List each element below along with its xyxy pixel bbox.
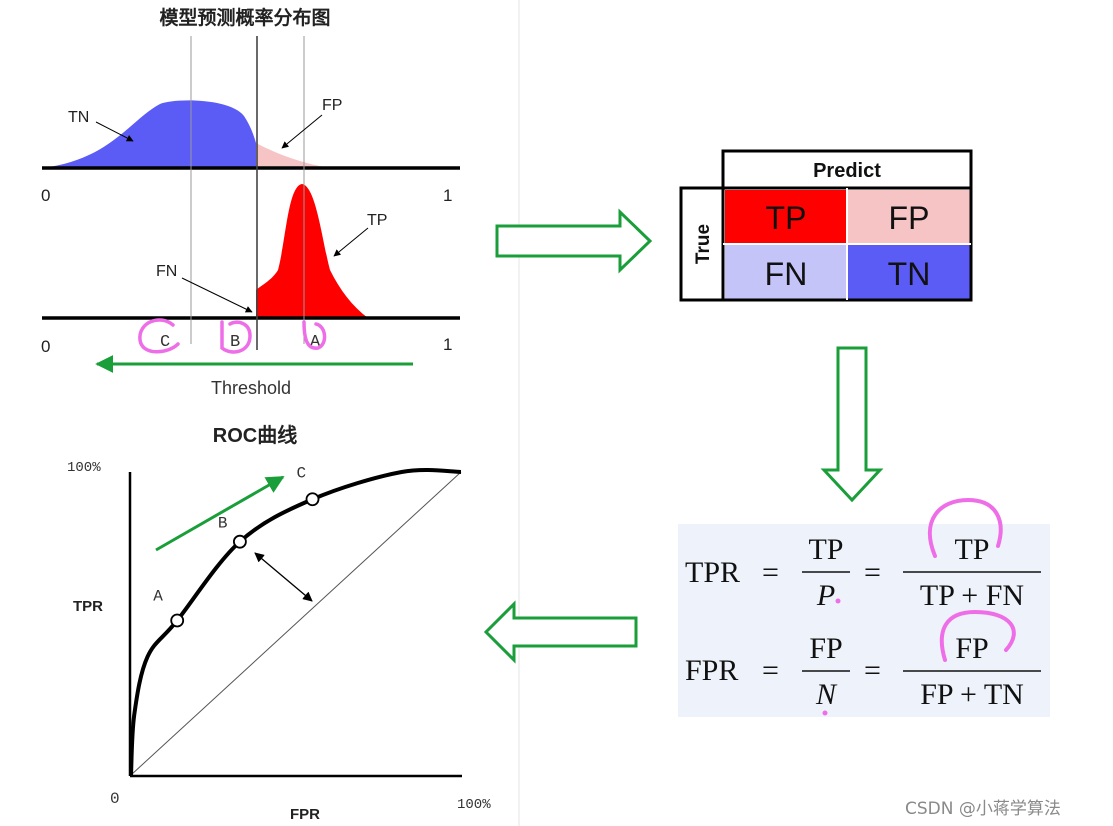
highlight-c: [138, 318, 180, 354]
fpr-eq2: =: [864, 654, 881, 687]
roc-ylabel: TPR: [73, 598, 103, 615]
top-axis-start: 0: [41, 186, 50, 205]
marker-c: C: [160, 333, 170, 352]
tn-cell: [848, 245, 970, 299]
fp-cell-label: FP: [889, 200, 930, 236]
label-tp: TP: [367, 212, 387, 229]
tpr-num2: TP: [954, 533, 989, 566]
roc-point-a: [170, 613, 185, 628]
tn-cell-label: TN: [888, 256, 931, 292]
tpr-lhs: TPR: [685, 556, 740, 589]
fp-arrow: [281, 114, 323, 149]
tn-arrow: [95, 121, 134, 142]
roc-point-label-b: B: [218, 515, 228, 533]
fn-cell-label: FN: [765, 256, 808, 292]
confusion-matrix: Predict True TP FP FN TN: [679, 149, 973, 302]
distribution-title: 模型预测概率分布图: [159, 6, 330, 29]
roc-curve: [129, 468, 462, 776]
highlight-a: [302, 320, 327, 350]
roc-title: ROC曲线: [213, 423, 297, 447]
roc-points: A B C: [153, 464, 320, 628]
marker-a: A: [310, 333, 321, 352]
bottom-axis-end: 1: [443, 335, 452, 354]
flow-arrow-left: [483, 600, 638, 664]
highlight-dot-p: [835, 598, 841, 604]
marker-b: B: [230, 333, 240, 352]
roc-diagonal: [130, 471, 462, 776]
fpr-lhs: FPR: [685, 654, 738, 687]
roc-x-right: 100%: [457, 797, 491, 813]
tn-area: [42, 100, 256, 168]
fn-arrow: [181, 277, 253, 313]
tpr-eq1: =: [762, 556, 779, 589]
bottom-axis-start: 0: [41, 337, 50, 356]
roc-trend-arrow: [155, 475, 285, 552]
roc-gap-arrow: [254, 552, 313, 602]
tp-cell: [725, 190, 846, 243]
tpr-num: TP: [808, 533, 843, 566]
tpr-eq2: =: [864, 556, 881, 589]
highlight-tp-numerator: [927, 497, 1003, 558]
true-header: True: [693, 224, 714, 264]
label-fp: FP: [322, 97, 342, 114]
formula-panel: [678, 524, 1050, 717]
label-fn: FN: [156, 263, 177, 280]
fpr-num2: FP: [955, 632, 988, 665]
flow-arrow-down: [820, 346, 884, 503]
fpr-den2: FP + TN: [920, 678, 1024, 711]
fpr-num: FP: [809, 632, 842, 665]
roc-origin: 0: [110, 790, 120, 808]
true-header-cell: [679, 186, 725, 302]
fp-area: [256, 143, 330, 168]
predict-header-cell: [721, 149, 973, 190]
fn-cell: [725, 245, 846, 299]
roc-point-label-a: A: [153, 587, 163, 605]
tpr-den2: TP + FN: [920, 579, 1024, 612]
roc-point-label-c: C: [297, 464, 307, 482]
roc-point-c: [305, 492, 320, 507]
tp-cell-label: TP: [766, 200, 807, 236]
label-tn: TN: [68, 109, 89, 126]
roc-y-top: 100%: [67, 460, 101, 476]
fp-cell: [848, 190, 970, 243]
flow-arrow-right: [495, 208, 653, 274]
fpr-den: N: [815, 678, 838, 711]
tp-arrow: [333, 227, 369, 257]
roc-point-b: [232, 534, 247, 549]
highlight-dot-n: [822, 710, 828, 716]
highlight-b: [220, 320, 252, 354]
threshold-label: Threshold: [211, 378, 291, 398]
watermark: CSDN @小蒋学算法: [905, 799, 1061, 819]
roc-xlabel: FPR: [290, 806, 320, 823]
top-axis-end: 1: [443, 186, 452, 205]
highlight-fp-numerator: [939, 609, 1016, 662]
tpr-den: P: [816, 579, 835, 612]
predict-header: Predict: [813, 160, 881, 182]
fpr-eq1: =: [762, 654, 779, 687]
tp-area: [256, 184, 368, 318]
